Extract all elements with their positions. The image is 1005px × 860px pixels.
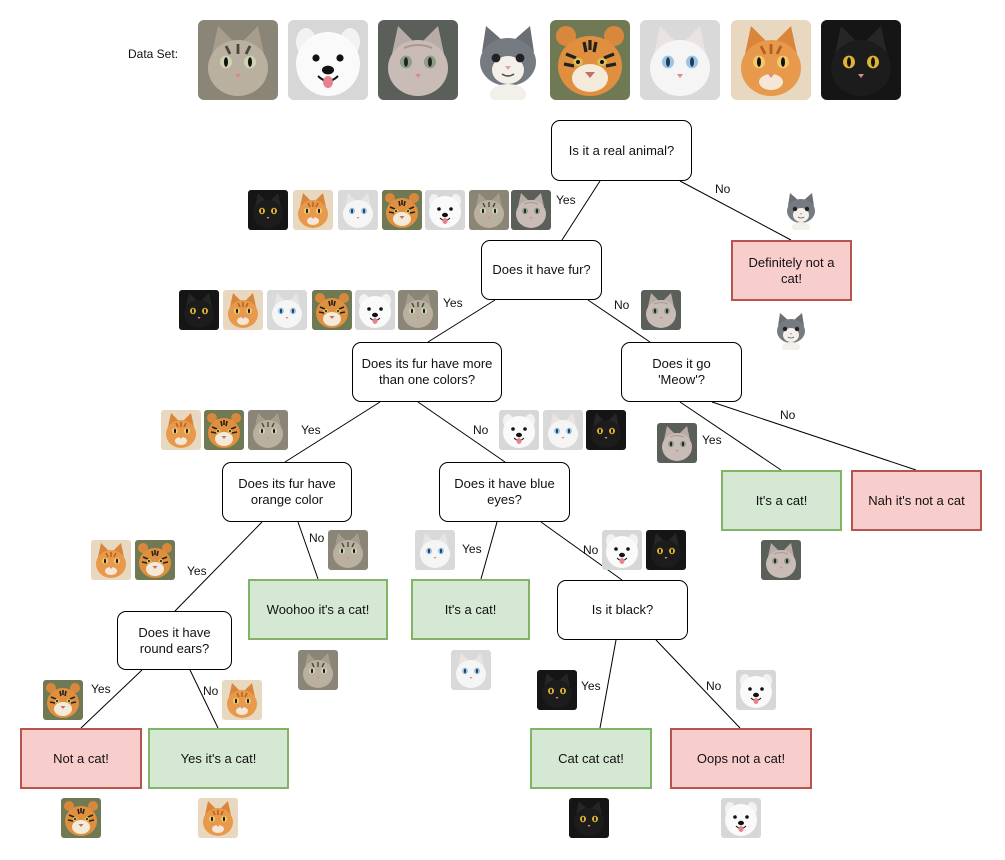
- thumb-tiger: [382, 190, 422, 230]
- thumb-white-dog: [425, 190, 465, 230]
- edge-multi-no: [417, 401, 506, 463]
- dataset-orange-cat-photo: [731, 20, 811, 100]
- edge-label-no: No: [780, 408, 796, 422]
- dataset-white-dog-photo: [288, 20, 368, 100]
- edge-label-yes: Yes: [443, 296, 463, 310]
- question-orange-color: Does its fur have orange color: [222, 462, 352, 522]
- edge-label-yes: Yes: [301, 423, 321, 437]
- question-multi-color: Does its fur have more than one colors?: [352, 342, 502, 402]
- thumb-plush-cat: [781, 190, 821, 230]
- edge-blue-yes: [480, 521, 498, 580]
- thumb-orange-cat: [223, 290, 263, 330]
- thumb-hairless-cat: [511, 190, 551, 230]
- question-round-ears: Does it have round ears?: [117, 611, 232, 670]
- thumb-tabby-cat: [469, 190, 509, 230]
- dataset-tiger-photo: [550, 20, 630, 100]
- result-nah-not-cat: Nah it's not a cat: [851, 470, 982, 531]
- thumb-white-cat: [451, 650, 491, 690]
- edge-black-yes: [599, 639, 617, 729]
- edge-blue-no: [540, 521, 623, 581]
- dataset-white-cat-photo: [640, 20, 720, 100]
- dataset-label: Data Set:: [128, 47, 179, 61]
- thumb-hairless-cat: [641, 290, 681, 330]
- edge-real-no: [679, 180, 792, 241]
- thumb-tabby-cat: [398, 290, 438, 330]
- thumb-white-dog: [721, 798, 761, 838]
- thumb-tabby-cat: [298, 650, 338, 690]
- thumb-black-cat: [537, 670, 577, 710]
- thumb-black-cat: [586, 410, 626, 450]
- thumb-plush-cat: [771, 310, 811, 350]
- thumb-white-cat: [267, 290, 307, 330]
- result-its-a-cat-blue-eyes: It's a cat!: [411, 579, 530, 640]
- result-not-a-cat: Not a cat!: [20, 728, 142, 789]
- thumb-white-cat: [543, 410, 583, 450]
- thumb-tabby-cat: [328, 530, 368, 570]
- thumb-white-cat: [338, 190, 378, 230]
- thumb-black-cat: [248, 190, 288, 230]
- thumb-hairless-cat: [657, 423, 697, 463]
- edge-round-no: [189, 669, 219, 729]
- edge-meow-no: [711, 401, 917, 471]
- thumb-orange-cat: [91, 540, 131, 580]
- edge-label-no: No: [706, 679, 722, 693]
- edge-label-yes: Yes: [702, 433, 722, 447]
- edge-orange-yes: [174, 521, 263, 612]
- edge-label-no: No: [614, 298, 630, 312]
- edge-black-no: [655, 639, 741, 729]
- thumb-white-dog: [355, 290, 395, 330]
- thumb-tiger: [61, 798, 101, 838]
- thumb-white-dog: [602, 530, 642, 570]
- result-oops-not-cat: Oops not a cat!: [670, 728, 812, 789]
- edge-label-no: No: [473, 423, 489, 437]
- edge-multi-yes: [284, 401, 381, 463]
- dataset-plush-cat-photo: [468, 20, 548, 100]
- thumb-orange-cat: [222, 680, 262, 720]
- edge-fur-no: [587, 299, 651, 343]
- thumb-orange-cat: [293, 190, 333, 230]
- thumb-white-dog: [499, 410, 539, 450]
- edge-fur-yes: [427, 299, 496, 343]
- thumb-tiger: [135, 540, 175, 580]
- result-cat-cat-cat: Cat cat cat!: [530, 728, 652, 789]
- thumb-tiger: [312, 290, 352, 330]
- thumb-white-dog: [736, 670, 776, 710]
- edge-label-no: No: [309, 531, 325, 545]
- edge-label-no: No: [715, 182, 731, 196]
- thumb-black-cat: [646, 530, 686, 570]
- edge-label-yes: Yes: [462, 542, 482, 556]
- edge-label-yes: Yes: [187, 564, 207, 578]
- thumb-tabby-cat: [248, 410, 288, 450]
- dataset-tabby-cat-photo: [198, 20, 278, 100]
- thumb-orange-cat: [198, 798, 238, 838]
- dataset-black-cat-photo: [821, 20, 901, 100]
- question-blue-eyes: Does it have blue eyes?: [439, 462, 570, 522]
- question-is-black: Is it black?: [557, 580, 688, 640]
- edge-label-no: No: [203, 684, 219, 698]
- result-definitely-not-cat: Definitely not a cat!: [731, 240, 852, 301]
- result-yes-its-a-cat: Yes it's a cat!: [148, 728, 289, 789]
- thumb-black-cat: [569, 798, 609, 838]
- thumb-orange-cat: [161, 410, 201, 450]
- result-woohoo-cat: Woohoo it's a cat!: [248, 579, 388, 640]
- edge-label-yes: Yes: [91, 682, 111, 696]
- edge-round-yes: [80, 669, 143, 729]
- edge-real-yes: [561, 180, 601, 241]
- edge-label-no: No: [583, 543, 599, 557]
- edge-orange-no: [297, 521, 319, 580]
- thumb-tiger: [204, 410, 244, 450]
- dataset-hairless-cat-photo: [378, 20, 458, 100]
- edge-label-yes: Yes: [556, 193, 576, 207]
- edge-meow-yes: [679, 401, 782, 471]
- question-has-fur: Does it have fur?: [481, 240, 602, 300]
- edge-label-yes: Yes: [581, 679, 601, 693]
- thumb-black-cat: [179, 290, 219, 330]
- question-meow: Does it go 'Meow'?: [621, 342, 742, 402]
- thumb-tiger: [43, 680, 83, 720]
- thumb-hairless-cat: [761, 540, 801, 580]
- thumb-white-cat: [415, 530, 455, 570]
- result-its-a-cat-meow: It's a cat!: [721, 470, 842, 531]
- question-real-animal: Is it a real animal?: [551, 120, 692, 181]
